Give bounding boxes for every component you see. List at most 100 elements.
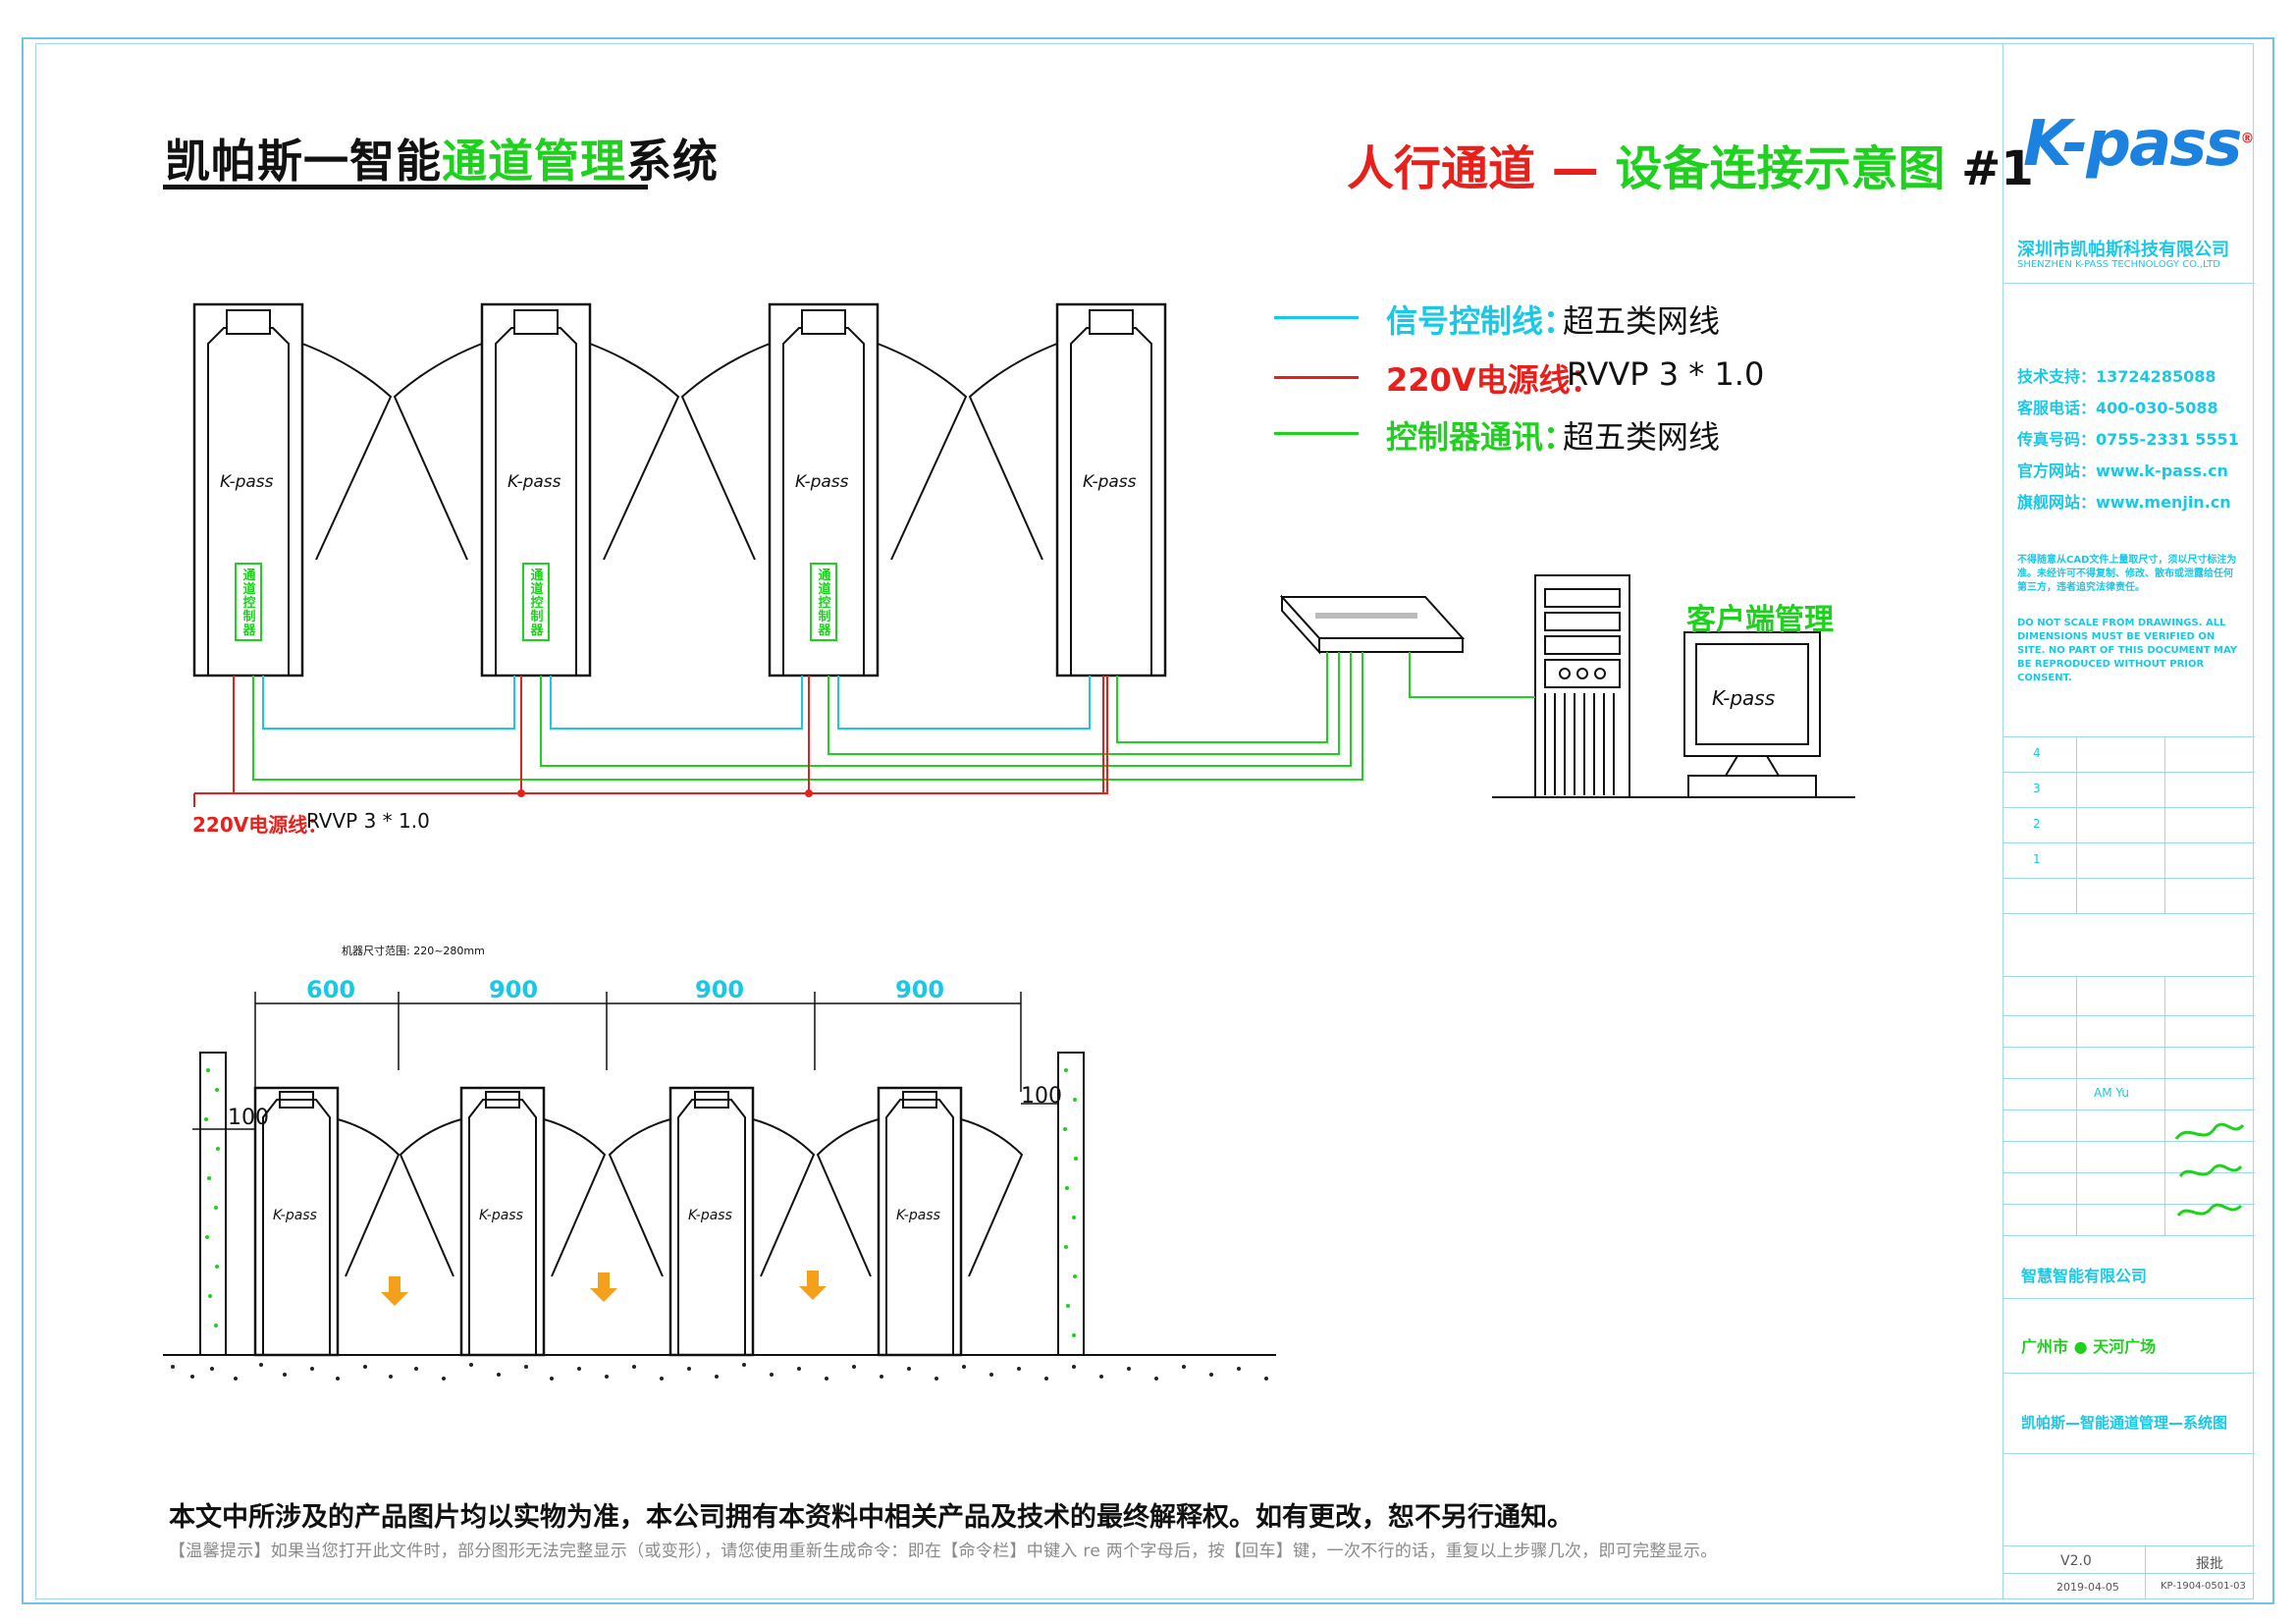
controller-label-1: 通道控制器 [240, 569, 259, 638]
dimension-label: 900 [489, 976, 539, 1003]
contact-label: 官方网站： [2017, 461, 2097, 480]
system-title-suffix: 系统 [626, 135, 719, 188]
divider [2003, 1078, 2255, 1079]
gate-1: K-pass [192, 302, 304, 677]
elevation-note: 机器尺寸范围: 220~280mm [342, 945, 485, 957]
signatures [2174, 1122, 2245, 1218]
divider [2164, 736, 2165, 913]
legend-signal-label: 信号控制线： [1386, 302, 1575, 340]
divider [2003, 913, 2255, 914]
flaps-top [301, 343, 1058, 561]
legend-signal-value: 超五类网线 [1563, 302, 1721, 340]
contact-hotline: 客服电话：400-030-5088 [2017, 395, 2218, 418]
version: V2.0 [2060, 1553, 2092, 1569]
signal-lines [262, 676, 1091, 730]
wall-texture [204, 1068, 1078, 1337]
stage: 报批 [2196, 1556, 2223, 1572]
contact-flagship: 旗舰网站：www.menjin.cn [2017, 489, 2231, 513]
contact-support: 技术支持：13724285088 [2017, 363, 2216, 387]
divider [2003, 1235, 2255, 1236]
legend-power-value: RVVP 3 * 1.0 [1567, 355, 1765, 393]
gate-logo: K-pass [507, 472, 561, 492]
designer-name: AM Yu [2094, 1086, 2129, 1100]
legend-comm-label: 控制器通讯： [1386, 418, 1575, 456]
system-title-prefix: 凯帕斯一智能 [165, 135, 442, 188]
gate-logo: K-pass [1083, 472, 1137, 492]
company-logo-text: K-pass [2023, 108, 2242, 181]
revision-row: 4 [2033, 746, 2041, 760]
comm-lines [252, 652, 1535, 781]
notice-en: DO NOT SCALE FROM DRAWINGS. ALL DIMENSIO… [2017, 618, 2238, 683]
svg-text:K-pass: K-pass [273, 1208, 317, 1223]
date: 2019-04-05 [2056, 1581, 2119, 1594]
contact-label: 技术支持： [2017, 367, 2097, 386]
contact-label: 旗舰网站： [2017, 493, 2097, 512]
divider [2003, 1453, 2255, 1454]
registered-mark: ® [2240, 131, 2254, 147]
client-name: 智慧智能有限公司 [2021, 1267, 2148, 1285]
elevation-view: K-pass K-pass K-pass K-pass [163, 992, 1276, 1380]
power-lines [193, 676, 1108, 807]
controller-box-2 [522, 563, 550, 641]
controller-box-3 [810, 563, 837, 641]
drawing-number: KP-1904-0501-03 [2161, 1581, 2246, 1592]
legend-signal-line [1274, 316, 1359, 319]
svg-text:K-pass: K-pass [688, 1208, 732, 1223]
divider [2076, 736, 2077, 913]
controller-char: 器 [818, 623, 831, 638]
controller-char: 制 [530, 610, 544, 624]
controller-char: 道 [818, 582, 831, 597]
contact-fax: 传真号码：0755-2331 5551 [2017, 426, 2239, 450]
drawing-sheet-border [22, 37, 2274, 1604]
walk-direction-arrows [381, 1271, 827, 1306]
revision-row: 2 [2033, 817, 2041, 831]
side-dimension-label: 100 [228, 1106, 269, 1130]
side-dimension-label: 100 [1021, 1084, 1062, 1109]
wall-left [199, 1052, 227, 1356]
gate-2: K-pass [480, 302, 592, 677]
controller-char: 制 [242, 610, 256, 624]
drawing-frame [35, 43, 2254, 1599]
system-title-highlight: 通道管理 [442, 135, 626, 188]
controller-char: 控 [530, 596, 544, 611]
divider [2003, 1015, 2255, 1016]
controller-char: 通 [242, 568, 256, 583]
dimension-label: 600 [306, 976, 356, 1003]
controller-label-3: 通道控制器 [815, 569, 834, 638]
contact-value: www.menjin.cn [2096, 493, 2231, 512]
controller-boxes [235, 563, 837, 641]
power-line-value: RVVP 3 * 1.0 [306, 809, 430, 833]
contact-value: 0755-2331 5551 [2096, 430, 2239, 449]
diagram-title-prefix: 人行通道 — [1347, 141, 1616, 196]
controller-char: 器 [242, 623, 256, 638]
controller-label-2: 通道控制器 [527, 569, 547, 638]
dimension-label: 900 [895, 976, 945, 1003]
dimension-lines [192, 992, 1058, 1130]
divider [2003, 1298, 2255, 1299]
divider [2003, 1172, 2255, 1173]
contact-value: www.k-pass.cn [2096, 461, 2228, 480]
divider [2003, 772, 2255, 773]
pc-tower [1534, 574, 1630, 798]
divider [2003, 878, 2255, 879]
ground-hatch [171, 1363, 1268, 1380]
dimension-label: 900 [695, 976, 745, 1003]
system-title: 凯帕斯一智能通道管理系统 [165, 126, 719, 190]
contact-value: 13724285088 [2096, 367, 2216, 386]
notice-cn: 不得随意从CAD文件上量取尺寸，须以尺寸标注为准。未经许可不得复制、修改、散布或… [2017, 555, 2237, 593]
legend-comm-value: 超五类网线 [1563, 418, 1721, 456]
svg-text:K-pass: K-pass [896, 1208, 940, 1223]
divider [2076, 976, 2077, 1235]
gate-logo: K-pass [220, 472, 274, 492]
diagram-title-number: #1 [1945, 141, 2034, 196]
monitor-logo: K-pass [1712, 686, 1775, 710]
company-name-en: SHENZHEN K-PASS TECHNOLOGY CO.,LTD [2017, 259, 2220, 270]
divider [2003, 976, 2255, 977]
client-management-label: 客户端管理 [1686, 603, 1834, 637]
divider [2003, 842, 2255, 843]
gate-logo: K-pass [795, 472, 849, 492]
divider [2003, 736, 2255, 737]
controller-char: 通 [818, 568, 831, 583]
contact-value: 400-030-5088 [2096, 399, 2218, 417]
